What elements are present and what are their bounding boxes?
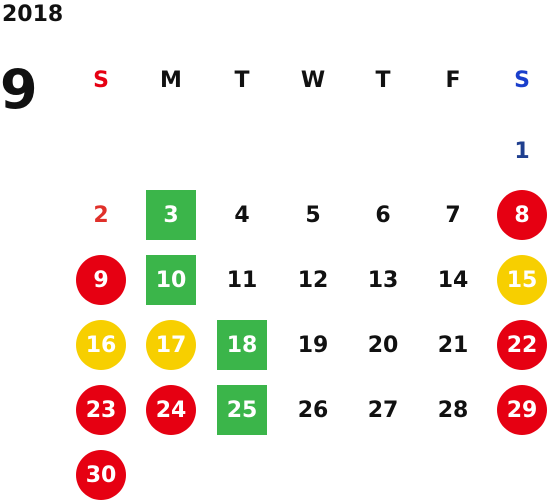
calendar-day-9[interactable]: 9 <box>76 255 126 305</box>
calendar-day-15[interactable]: 15 <box>497 255 547 305</box>
calendar-day-29[interactable]: 29 <box>497 385 547 435</box>
weekday-header-6: S <box>514 68 530 93</box>
calendar-month: 9 <box>0 58 38 121</box>
calendar-day-11[interactable]: 11 <box>226 267 258 293</box>
calendar-day-26[interactable]: 26 <box>297 397 329 423</box>
calendar-day-30[interactable]: 30 <box>76 450 126 500</box>
calendar-day-12[interactable]: 12 <box>297 267 329 293</box>
calendar-day-19[interactable]: 19 <box>297 332 329 358</box>
weekday-header-1: M <box>160 68 182 93</box>
calendar-day-7[interactable]: 7 <box>445 202 461 228</box>
calendar-day-3[interactable]: 3 <box>146 190 196 240</box>
calendar-day-17[interactable]: 17 <box>146 320 196 370</box>
calendar-day-14[interactable]: 14 <box>437 267 469 293</box>
calendar-day-27[interactable]: 27 <box>367 397 399 423</box>
calendar-day-16[interactable]: 16 <box>76 320 126 370</box>
calendar-day-21[interactable]: 21 <box>437 332 469 358</box>
calendar-year: 2018 <box>2 2 64 27</box>
calendar-day-20[interactable]: 20 <box>367 332 399 358</box>
calendar-day-1[interactable]: 1 <box>514 138 530 164</box>
calendar-day-22[interactable]: 22 <box>497 320 547 370</box>
calendar-day-23[interactable]: 23 <box>76 385 126 435</box>
calendar-day-24[interactable]: 24 <box>146 385 196 435</box>
weekday-header-0: S <box>93 68 109 93</box>
calendar-day-18[interactable]: 18 <box>217 320 267 370</box>
calendar-day-5[interactable]: 5 <box>305 202 321 228</box>
calendar-day-8[interactable]: 8 <box>497 190 547 240</box>
calendar-day-13[interactable]: 13 <box>367 267 399 293</box>
weekday-header-2: T <box>234 68 250 93</box>
calendar-day-6[interactable]: 6 <box>375 202 391 228</box>
calendar-day-28[interactable]: 28 <box>437 397 469 423</box>
calendar-day-2[interactable]: 2 <box>93 202 109 228</box>
weekday-header-3: W <box>300 68 326 93</box>
calendar-day-4[interactable]: 4 <box>234 202 250 228</box>
calendar-day-10[interactable]: 10 <box>146 255 196 305</box>
weekday-header-5: F <box>445 68 461 93</box>
weekday-header-4: T <box>375 68 391 93</box>
calendar-day-25[interactable]: 25 <box>217 385 267 435</box>
